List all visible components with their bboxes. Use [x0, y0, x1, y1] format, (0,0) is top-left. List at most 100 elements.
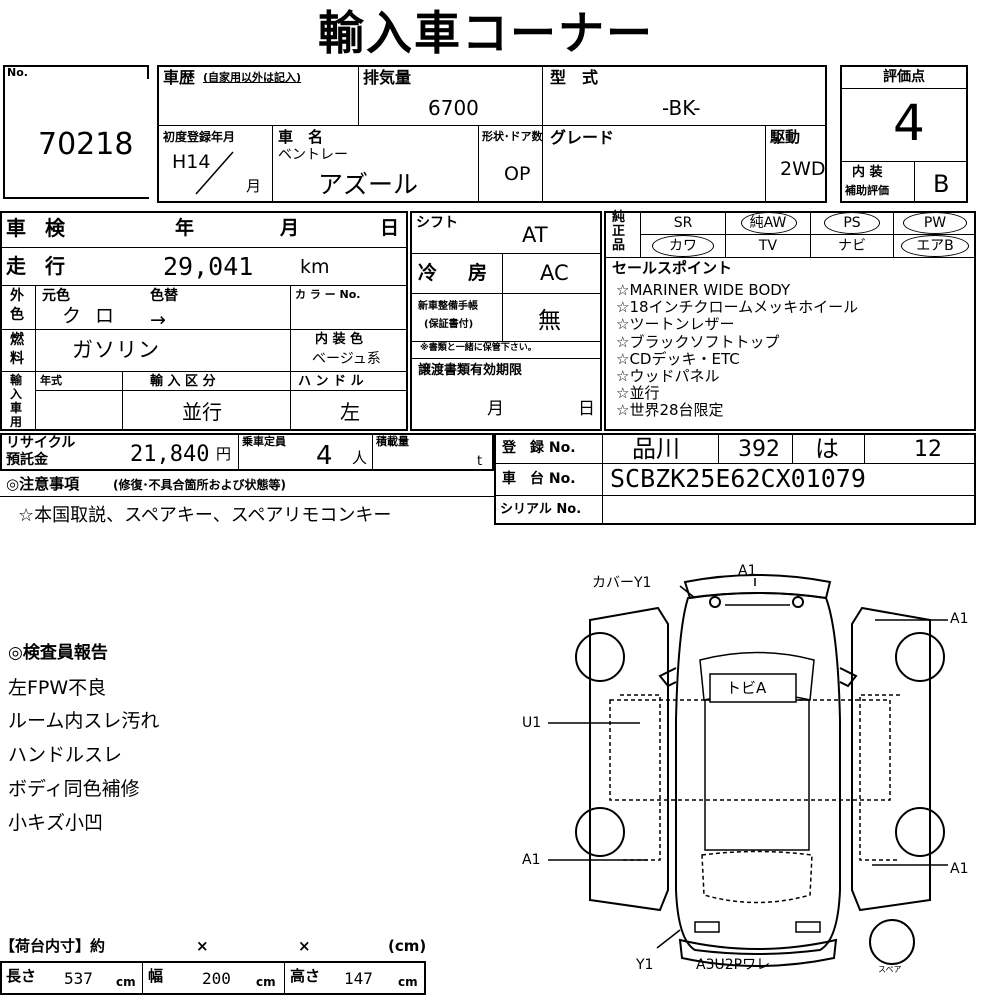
- inspection-label: 車 検: [6, 216, 71, 240]
- car-model: アズール: [318, 170, 419, 199]
- sales-point: ☆ツートンレザー: [616, 315, 735, 334]
- first-reg-year: H14: [172, 151, 211, 173]
- registration-label: 登 録 No.: [502, 440, 576, 456]
- import-type-label: 輸 入 区 分: [150, 374, 216, 389]
- equip-sr: SR: [673, 215, 693, 231]
- interior-color-label: 内 装 色: [315, 332, 364, 347]
- cargo-height-label: 高さ: [290, 967, 321, 985]
- car-damage-diagram: [548, 574, 948, 967]
- orig-color-value: ク ロ: [62, 305, 119, 327]
- doors-label: 形状･ドア数: [482, 130, 543, 143]
- model-type-label: 型 式: [550, 68, 599, 87]
- load-unit: t: [477, 454, 483, 469]
- cargo-unit-paren: (cm): [388, 937, 427, 955]
- capacity-label: 乗車定員: [242, 435, 286, 448]
- score-value: 4: [893, 94, 925, 152]
- inspector-item: 小キズ小凹: [8, 812, 104, 834]
- equip-airbag: エアB: [895, 235, 975, 257]
- load-label: 積載量: [376, 435, 409, 448]
- change-color-label: 色替: [150, 288, 178, 304]
- cargo-length-unit: cm: [116, 975, 136, 989]
- left-info-block: [0, 211, 408, 431]
- diagram-right-rear-label: A1: [950, 861, 969, 877]
- equip-label-3: 品: [612, 238, 626, 253]
- shift-block: [410, 211, 602, 431]
- page-title: 輸入車コーナー: [318, 6, 654, 60]
- lot-label: No.: [7, 66, 28, 79]
- diagram-y1-label: Y1: [636, 957, 654, 973]
- doors-value: OP: [504, 163, 531, 185]
- recycle-block: [0, 433, 494, 471]
- cargo-label: 【荷台内寸】約: [0, 937, 106, 955]
- orig-color-label: 元色: [42, 288, 70, 304]
- sales-points-list: ☆MARINER WIDE BODY ☆18インチクロームメッキホイール ☆ツー…: [616, 281, 972, 420]
- drive-label: 駆動: [770, 128, 801, 146]
- equip-power-windows: PW: [895, 212, 975, 234]
- capacity-unit: 人: [352, 449, 368, 467]
- diagram-spare-label: スペア: [878, 965, 902, 974]
- aircon-value: AC: [540, 261, 569, 285]
- manual-label-2: (保証書付): [424, 319, 474, 330]
- cargo-length-value: 537: [64, 969, 93, 988]
- inspector-item: ハンドルスレ: [8, 744, 123, 766]
- equipment-block: [604, 211, 976, 431]
- shift-value: AT: [522, 223, 548, 247]
- manual-label-1: 新車整備手帳: [418, 301, 478, 312]
- capacity-value: 4: [316, 441, 333, 471]
- color-label-2: 色: [10, 307, 24, 323]
- interior-label-2: 補助評価: [845, 184, 889, 197]
- sales-point: ☆ウッドパネル: [616, 367, 720, 386]
- inspection-year: 年: [175, 217, 195, 239]
- recycle-label-1: リサイクル: [6, 435, 76, 451]
- inspector-item: ボディ同色補修: [8, 778, 140, 800]
- first-reg-label: 初度登録年月: [163, 130, 236, 144]
- lot-number: 70218: [38, 127, 134, 162]
- sales-point: ☆世界28台限定: [616, 401, 724, 420]
- import-label-1: 輸: [10, 373, 23, 387]
- inspector-label: ◎検査員報告: [8, 643, 108, 663]
- inspection-day: 日: [380, 217, 400, 239]
- registration-class: 392: [738, 437, 780, 462]
- transfer-label: 譲渡書類有効期限: [418, 363, 523, 378]
- equip-label-1: 純: [612, 210, 626, 225]
- car-maker: ベントレー: [278, 147, 348, 163]
- displacement-value: 6700: [428, 96, 479, 120]
- interior-label-1: 内 装: [852, 165, 883, 180]
- cargo-x1: ×: [196, 937, 209, 955]
- mileage-unit: km: [300, 256, 330, 278]
- diagram-cover-label: カバーY1: [592, 575, 652, 591]
- shift-label: シフト: [416, 215, 458, 231]
- cargo-width-label: 幅: [148, 967, 164, 985]
- diagram-u1-label: U1: [522, 715, 542, 731]
- handle-label: ハ ン ド ル: [298, 374, 364, 389]
- inspection-month: 月: [280, 217, 300, 239]
- diagram-tobi-label: トビA: [726, 679, 767, 697]
- recycle-value: 21,840: [130, 442, 210, 467]
- diagram-left-rear-label: A1: [522, 852, 541, 868]
- history-label: 車歴: [163, 68, 196, 87]
- equip-power-steering: PS: [812, 212, 892, 234]
- interior-color-value: ベージュ系: [312, 351, 381, 367]
- model-type-value: -BK-: [662, 96, 701, 120]
- first-reg-slash: [195, 151, 234, 195]
- chassis-label: 車 台 No.: [502, 471, 576, 487]
- import-label-2: 入: [10, 387, 23, 401]
- registration-area: 品川: [632, 435, 680, 463]
- registration-number: 12: [914, 437, 942, 462]
- diagram-rear-label: A3U2Pワレ: [696, 957, 771, 973]
- import-label-3: 車: [10, 401, 23, 415]
- registration-kana: は: [815, 435, 839, 463]
- cargo-length-label: 長さ: [6, 967, 37, 985]
- color-arrow: →: [150, 309, 166, 331]
- chassis-value: SCBZK25E62CX01079: [610, 464, 866, 493]
- manual-note: ※書類と一緒に保管下さい。: [420, 343, 537, 353]
- sales-point: ☆ブラックソフトトップ: [616, 332, 780, 351]
- cargo-width-unit: cm: [256, 975, 276, 989]
- grade-label: グレード: [550, 128, 615, 147]
- sales-point: ☆並行: [616, 384, 660, 403]
- inspector-item: ルーム内スレ汚れ: [8, 710, 160, 732]
- lot-box: [3, 65, 149, 199]
- import-year-label: 年式: [40, 374, 62, 387]
- equip-tv: TV: [758, 238, 778, 254]
- displacement-label: 排気量: [363, 68, 412, 87]
